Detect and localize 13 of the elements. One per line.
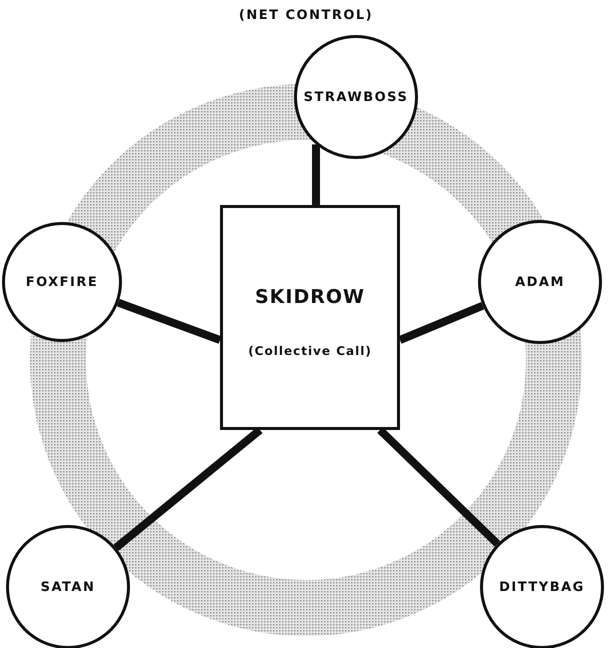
call-box <box>220 205 400 430</box>
connector-line <box>116 298 222 344</box>
station-name: DITTYBAG <box>499 580 585 594</box>
node-caption: (NET CONTROL) <box>238 8 374 23</box>
station-name: SATAN <box>40 580 96 594</box>
station-name: STRAWBOSS <box>304 90 408 104</box>
connector-line <box>312 144 320 205</box>
box-subtitle: (Collective Call) <box>248 344 372 358</box>
box-title: SKIDROW <box>255 286 365 308</box>
connector-line <box>398 302 484 344</box>
station-name: FOXFIRE <box>26 274 98 290</box>
station-name: ADAM <box>515 274 565 290</box>
station-circle <box>480 525 604 648</box>
